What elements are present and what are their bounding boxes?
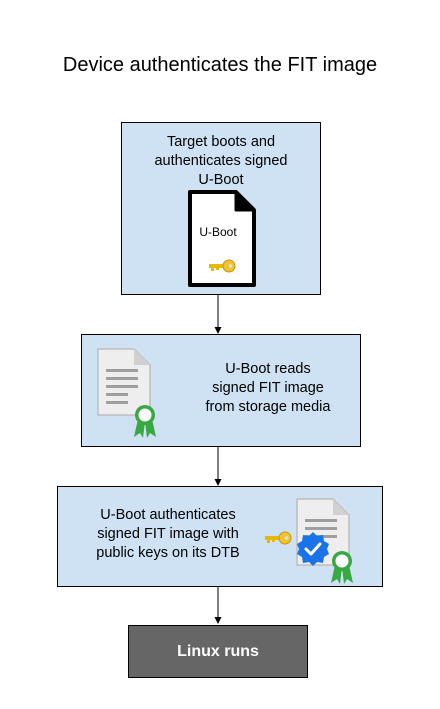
key-icon [209, 259, 236, 273]
flow-arrow-2 [214, 447, 222, 486]
step-box-boot-uboot: Target boots and authenticates signed U-… [121, 122, 321, 295]
certificate-icon [97, 348, 151, 416]
final-step-label: Linux runs [177, 642, 259, 660]
step-box-authenticate-fit: U-Boot authenticates signed FIT image wi… [57, 486, 383, 587]
key-icon [265, 531, 292, 545]
step-text-authenticate-fit: U-Boot authenticates signed FIT image wi… [96, 507, 240, 561]
flow-arrow-3 [214, 587, 222, 624]
diagram-title: Device authenticates the FIT image [62, 54, 378, 76]
step-text-boot-uboot: Target boots and authenticates signed U-… [154, 134, 288, 188]
document-icon [188, 190, 256, 287]
uboot-file-label: U-Boot [199, 225, 237, 239]
final-step-linux-runs: Linux runs [128, 625, 308, 678]
award-ribbon-icon [331, 551, 353, 584]
flow-arrow-1 [214, 295, 222, 334]
verified-badge-icon [297, 532, 329, 566]
step-box-read-fit: U-Boot reads signed FIT image from stora… [81, 334, 361, 447]
step-text-read-fit: U-Boot reads signed FIT image from stora… [205, 361, 331, 415]
award-ribbon-icon [134, 405, 156, 438]
